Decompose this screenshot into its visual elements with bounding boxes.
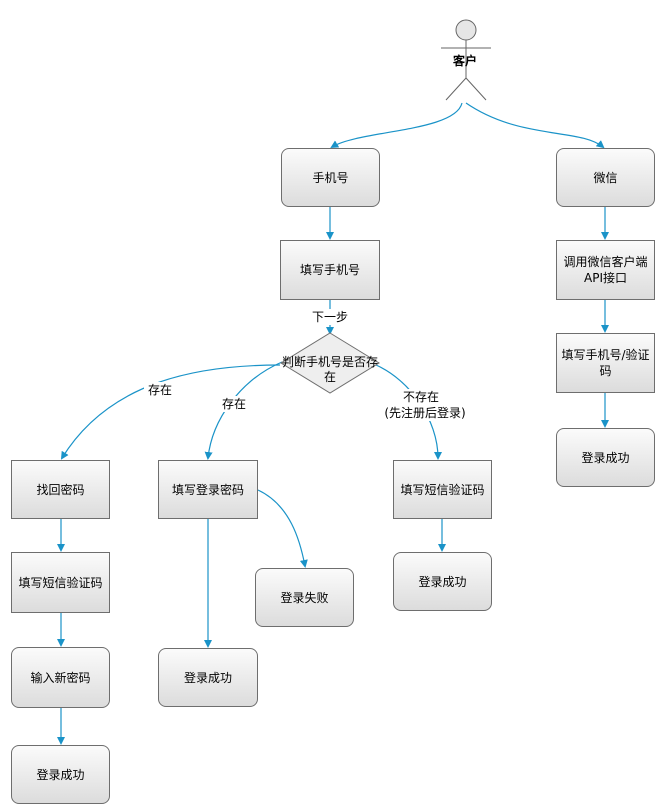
edge-password-failed	[257, 489, 308, 568]
edge-label-next-step: 下一步	[306, 309, 354, 325]
decision-label: 判断手机号是否存在	[281, 355, 378, 384]
wechat-success-node: 登录成功	[556, 428, 655, 487]
decision-diamond	[280, 332, 380, 394]
fill-sms-code-left-node: 填写短信验证码	[11, 552, 110, 613]
fill-sms-code-register-node: 填写短信验证码	[393, 460, 492, 519]
fill-login-password-node: 填写登录密码	[158, 460, 258, 519]
fill-phone-node: 填写手机号	[280, 240, 380, 300]
left-success-node: 登录成功	[11, 745, 110, 804]
phone-node: 手机号	[281, 148, 380, 207]
call-wechat-api-node: 调用微信客户端API接口	[556, 240, 655, 300]
login-failed-node: 登录失败	[255, 568, 354, 627]
wechat-node: 微信	[556, 148, 655, 207]
edge-actor-phone	[330, 102, 463, 149]
password-success-node: 登录成功	[158, 648, 258, 707]
edge-label-exists-left: 存在	[144, 382, 176, 398]
input-new-password-node: 输入新密码	[11, 647, 110, 708]
fill-phone-code-node: 填写手机号/验证码	[556, 333, 655, 393]
find-password-node: 找回密码	[11, 460, 110, 519]
edge-label-register-first: (先注册后登录)	[375, 405, 475, 421]
actor-figure	[441, 19, 491, 101]
edge-actor-wechat	[465, 102, 605, 149]
edge-label-exists-mid: 存在	[218, 396, 250, 412]
edge-label-not-exists: 不存在	[396, 389, 446, 405]
register-success-node: 登录成功	[393, 552, 492, 611]
actor-label: 客户	[453, 54, 478, 68]
